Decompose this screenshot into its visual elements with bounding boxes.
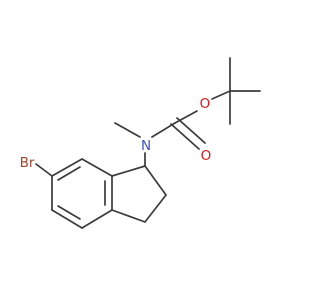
bond-carbonyl-o-double-2 <box>176 117 206 144</box>
bond-c3-br <box>35 163 53 177</box>
atom-bromine: Br <box>20 155 35 171</box>
bond-ch-ch2-a <box>144 165 167 196</box>
bond-n-methyl <box>114 122 141 138</box>
bond-n-carbonyl <box>151 122 176 138</box>
molecule-structure-diagram: Br N O O <box>20 57 261 229</box>
bond-carbonyl-o-ester <box>174 110 198 124</box>
bond-ring-c5-c6 <box>81 209 113 229</box>
bond-ch2-a-ch2-b <box>144 194 167 223</box>
atom-oxygen-carbonyl: O <box>201 148 212 164</box>
bond-ch2-b-c6 <box>111 209 146 223</box>
bond-ring-double-2 <box>57 205 81 220</box>
atom-oxygen-ester: O <box>200 96 211 112</box>
bond-ring-double-1 <box>57 166 81 181</box>
atom-nitrogen: N <box>141 138 151 154</box>
bond-ring-c2-c3 <box>51 158 83 177</box>
bond-ring-c1-c2 <box>81 158 113 177</box>
bond-ring-c4-c5 <box>51 209 83 229</box>
bond-o-cq <box>211 90 231 100</box>
bond-carbonyl-o-double-1 <box>170 123 200 150</box>
bond-c1-ch <box>111 165 146 177</box>
